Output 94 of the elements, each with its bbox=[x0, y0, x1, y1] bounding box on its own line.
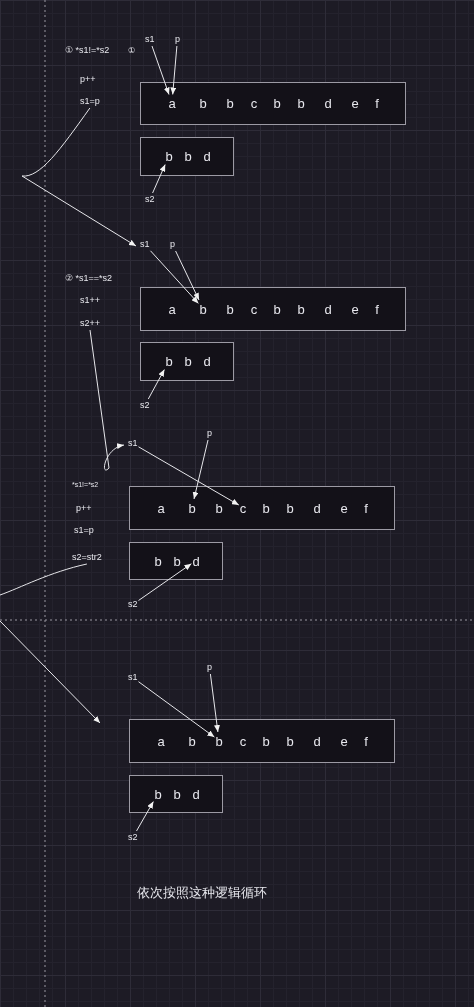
character: d bbox=[313, 733, 321, 748]
string-box bbox=[140, 287, 406, 331]
character: c bbox=[250, 301, 258, 316]
character: b bbox=[173, 553, 181, 568]
string-box bbox=[140, 137, 234, 176]
character: a bbox=[157, 733, 165, 748]
character: e bbox=[340, 733, 348, 748]
string-box bbox=[140, 342, 234, 381]
pointer-arrow bbox=[136, 801, 154, 832]
pointer-arrow bbox=[152, 164, 166, 194]
character: b bbox=[215, 500, 223, 515]
pointer-label: s2 bbox=[140, 400, 150, 411]
character: d bbox=[203, 148, 211, 164]
code-step: p++ bbox=[80, 73, 96, 85]
pointer-arrow bbox=[209, 673, 220, 733]
character: b bbox=[188, 733, 196, 748]
flow-arrow bbox=[21, 107, 137, 247]
character: b bbox=[184, 353, 192, 369]
pointer-label: s1 bbox=[140, 239, 150, 250]
pointer-arrow bbox=[151, 45, 170, 95]
code-step: ① *s1!=*s2 bbox=[65, 44, 110, 56]
pointer-label: s2 bbox=[128, 599, 138, 610]
character: d bbox=[203, 353, 211, 369]
flow-arrow bbox=[89, 329, 125, 471]
character: b bbox=[226, 301, 234, 316]
character: c bbox=[239, 733, 247, 748]
pointer-arrow bbox=[138, 446, 240, 506]
character: b bbox=[297, 95, 305, 111]
character: b bbox=[154, 553, 162, 568]
code-step: s2++ bbox=[80, 318, 101, 329]
character: e bbox=[351, 95, 359, 111]
pointer-arrow bbox=[150, 250, 199, 304]
pointer-label: s1 bbox=[128, 438, 138, 449]
character: d bbox=[324, 301, 332, 316]
string-box bbox=[129, 486, 395, 530]
pointer-label: p bbox=[170, 239, 175, 250]
character: c bbox=[250, 95, 258, 111]
code-step: p++ bbox=[76, 502, 92, 514]
pointer-arrow bbox=[175, 250, 200, 301]
flow-arrow bbox=[0, 563, 101, 724]
step-number: ① bbox=[128, 45, 135, 56]
character: b bbox=[286, 733, 294, 748]
string-box bbox=[129, 542, 223, 580]
pointer-label: p bbox=[175, 34, 180, 45]
character: b bbox=[154, 786, 162, 801]
string-box bbox=[129, 719, 395, 763]
code-step: s1++ bbox=[80, 294, 101, 306]
character: a bbox=[168, 301, 176, 316]
character: d bbox=[192, 786, 200, 801]
character: b bbox=[286, 500, 294, 515]
character: c bbox=[239, 500, 247, 515]
pointer-label: s1 bbox=[145, 34, 155, 45]
character: b bbox=[262, 733, 270, 748]
string-box bbox=[129, 775, 223, 813]
pointer-label: p bbox=[207, 662, 212, 673]
character: b bbox=[273, 301, 281, 316]
pointer-arrow bbox=[147, 369, 165, 400]
character: e bbox=[340, 500, 348, 515]
pointer-label: p bbox=[207, 428, 212, 439]
code-step: s1=p bbox=[74, 524, 94, 536]
character: a bbox=[168, 95, 176, 111]
character: f bbox=[375, 95, 379, 111]
code-step: s2=str2 bbox=[72, 552, 102, 563]
character: b bbox=[188, 500, 196, 515]
character: b bbox=[273, 95, 281, 111]
character: b bbox=[297, 301, 305, 316]
character: f bbox=[375, 301, 379, 316]
character: f bbox=[364, 733, 368, 748]
character: b bbox=[165, 353, 173, 369]
character: b bbox=[165, 148, 173, 164]
character: b bbox=[199, 95, 207, 111]
character: a bbox=[157, 500, 165, 515]
code-step: ② *s1==*s2 bbox=[65, 272, 113, 284]
character: b bbox=[184, 148, 192, 164]
character: f bbox=[364, 500, 368, 515]
character: d bbox=[324, 95, 332, 111]
pointer-arrow bbox=[138, 563, 192, 601]
character: b bbox=[226, 95, 234, 111]
pointer-label: s1 bbox=[128, 672, 138, 683]
pointer-label: s2 bbox=[145, 194, 155, 205]
character: b bbox=[173, 786, 181, 801]
pointer-label: s2 bbox=[128, 832, 138, 843]
character: b bbox=[199, 301, 207, 316]
code-step: s1=p bbox=[80, 96, 100, 107]
pointer-arrow bbox=[170, 45, 178, 95]
character: d bbox=[192, 553, 200, 568]
character: b bbox=[262, 500, 270, 515]
pointer-arrow bbox=[192, 439, 209, 500]
caption-text: 依次按照这种逻辑循环 bbox=[137, 885, 267, 901]
pointer-arrow bbox=[138, 681, 215, 738]
character: d bbox=[313, 500, 321, 515]
character: b bbox=[215, 733, 223, 748]
character: e bbox=[351, 301, 359, 316]
string-box bbox=[140, 82, 406, 125]
